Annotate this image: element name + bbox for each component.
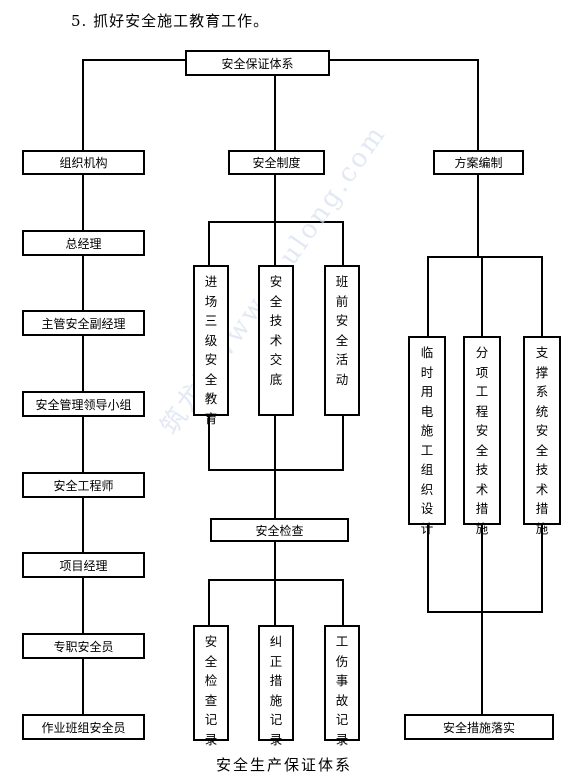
node-system-label: 安全制度: [252, 156, 301, 170]
node-pm-label: 项目经理: [59, 558, 108, 573]
node-gm: 总经理: [22, 230, 145, 256]
node-plan: 方案编制: [433, 150, 524, 175]
node-engineer-label: 安全工程师: [53, 478, 114, 493]
node-correct-record-label: 纠正措施记录: [269, 634, 283, 747]
node-root-label: 安全保证体系: [221, 56, 294, 71]
node-pm: 项目经理: [22, 552, 145, 578]
node-accident-record: 工伤事故记录: [324, 625, 360, 747]
node-pre-shift: 班前安全活动: [324, 265, 360, 416]
node-safety-officer: 专职安全员: [22, 633, 145, 659]
node-correct-record: 纠正措施记录: [258, 625, 294, 747]
node-support-tech-label: 支撑系统安全技术措施: [535, 345, 549, 536]
node-leader-group-label: 安全管理领导小组: [35, 397, 132, 412]
node-entry-edu-label: 进场三级安全教育: [204, 274, 218, 426]
node-inspect-record: 安全检查记录: [193, 625, 229, 747]
node-tech-brief: 安全技术交底: [258, 265, 294, 416]
node-vice-gm: 主管安全副经理: [22, 310, 145, 336]
node-sub-tech-label: 分项工程安全技术措施: [475, 345, 489, 536]
node-team-officer: 作业班组安全员: [22, 714, 145, 740]
node-entry-edu: 进场三级安全教育: [193, 265, 229, 426]
node-plan-label: 方案编制: [454, 156, 503, 170]
node-temp-power: 临时用电施工组织设计: [408, 336, 446, 536]
connector-root-plan: [330, 59, 479, 150]
node-tech-brief-label: 安全技术交底: [269, 274, 283, 387]
node-temp-power-label: 临时用电施工组织设计: [420, 345, 434, 536]
node-org-label: 组织机构: [59, 156, 108, 170]
connector-plan-bus: [427, 256, 543, 336]
node-implement: 安全措施落实: [404, 714, 554, 740]
connector-right-bottom-bus: [427, 525, 543, 613]
node-root: 安全保证体系: [185, 50, 330, 76]
node-system: 安全制度: [228, 150, 325, 175]
node-pre-shift-label: 班前安全活动: [335, 274, 349, 387]
node-engineer: 安全工程师: [22, 472, 145, 498]
node-vice-gm-label: 主管安全副经理: [41, 316, 126, 331]
node-inspection-label: 安全检查: [255, 523, 304, 538]
node-gm-label: 总经理: [65, 236, 102, 251]
node-safety-officer-label: 专职安全员: [53, 639, 114, 654]
section-heading: 5. 抓好安全施工教育工作。: [71, 12, 270, 30]
node-inspect-record-label: 安全检查记录: [204, 634, 218, 747]
node-leader-group: 安全管理领导小组: [22, 391, 145, 417]
node-accident-record-label: 工伤事故记录: [335, 634, 349, 747]
node-sub-tech: 分项工程安全技术措施: [463, 336, 501, 536]
node-org: 组织机构: [22, 150, 145, 175]
node-team-officer-label: 作业班组安全员: [41, 720, 126, 735]
node-inspection: 安全检查: [210, 518, 349, 542]
node-implement-label: 安全措施落实: [442, 720, 515, 735]
node-support-tech: 支撑系统安全技术措施: [523, 336, 561, 536]
connector-root-org: [82, 59, 185, 150]
diagram-caption: 安全生产保证体系: [215, 756, 352, 774]
